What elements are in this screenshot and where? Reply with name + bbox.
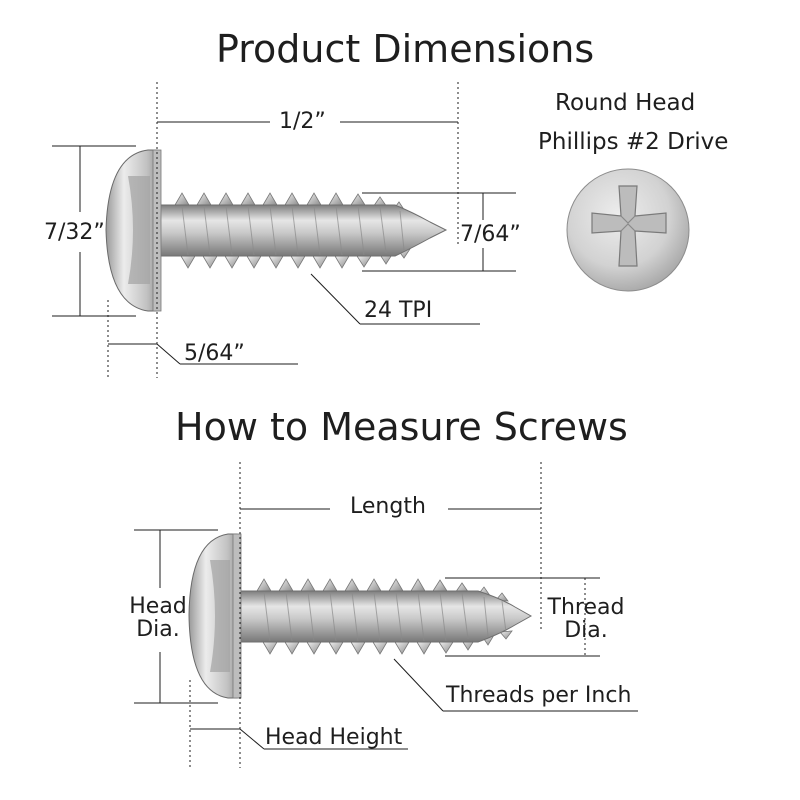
top-screw-head-slot [128, 176, 150, 284]
length-callout-label: Length [350, 494, 426, 519]
phillips-head-view [566, 168, 690, 292]
bottom-screw-thread-ridges [263, 591, 507, 642]
drive-type-label: Phillips #2 Drive [538, 129, 729, 155]
head-type-label: Round Head [555, 90, 696, 116]
bottom-section-heading: How to Measure Screws [175, 405, 628, 449]
bottom-screw [188, 533, 533, 699]
tpi-value-label: 24 TPI [364, 298, 433, 323]
thread-diameter-value-label: 7/64” [460, 222, 521, 247]
top-section-heading: Product Dimensions [216, 27, 595, 71]
head-diameter-value-label: 7/32” [44, 220, 105, 245]
thread-diameter-callout-line2: Dia. [564, 618, 608, 644]
phillips-recess-shadow [620, 215, 636, 232]
thread-diameter-callout-line1: Thread [547, 595, 625, 620]
head-diameter-callout-label: Head Dia. [124, 595, 192, 641]
top-screw-head-collar [152, 149, 162, 312]
head-diameter-callout-line2: Dia. [136, 617, 180, 643]
head-height-callout-label: Head Height [265, 725, 403, 750]
top-screw-thread-ridges [181, 205, 405, 256]
bottom-screw-head-collar [232, 533, 242, 699]
bottom-dimension-lines [134, 462, 638, 768]
thread-diameter-callout-label: Thread Dia. [540, 596, 632, 642]
tpi-callout-label: Threads per Inch [446, 683, 632, 708]
head-diameter-callout-line1: Head [129, 594, 187, 619]
bottom-screw-head-slot [210, 560, 230, 672]
head-height-value-label: 5/64” [184, 341, 245, 366]
top-screw-shank [159, 204, 448, 257]
length-value-label: 1/2” [279, 109, 326, 134]
top-dimension-lines [52, 82, 516, 378]
top-screw [105, 149, 448, 312]
